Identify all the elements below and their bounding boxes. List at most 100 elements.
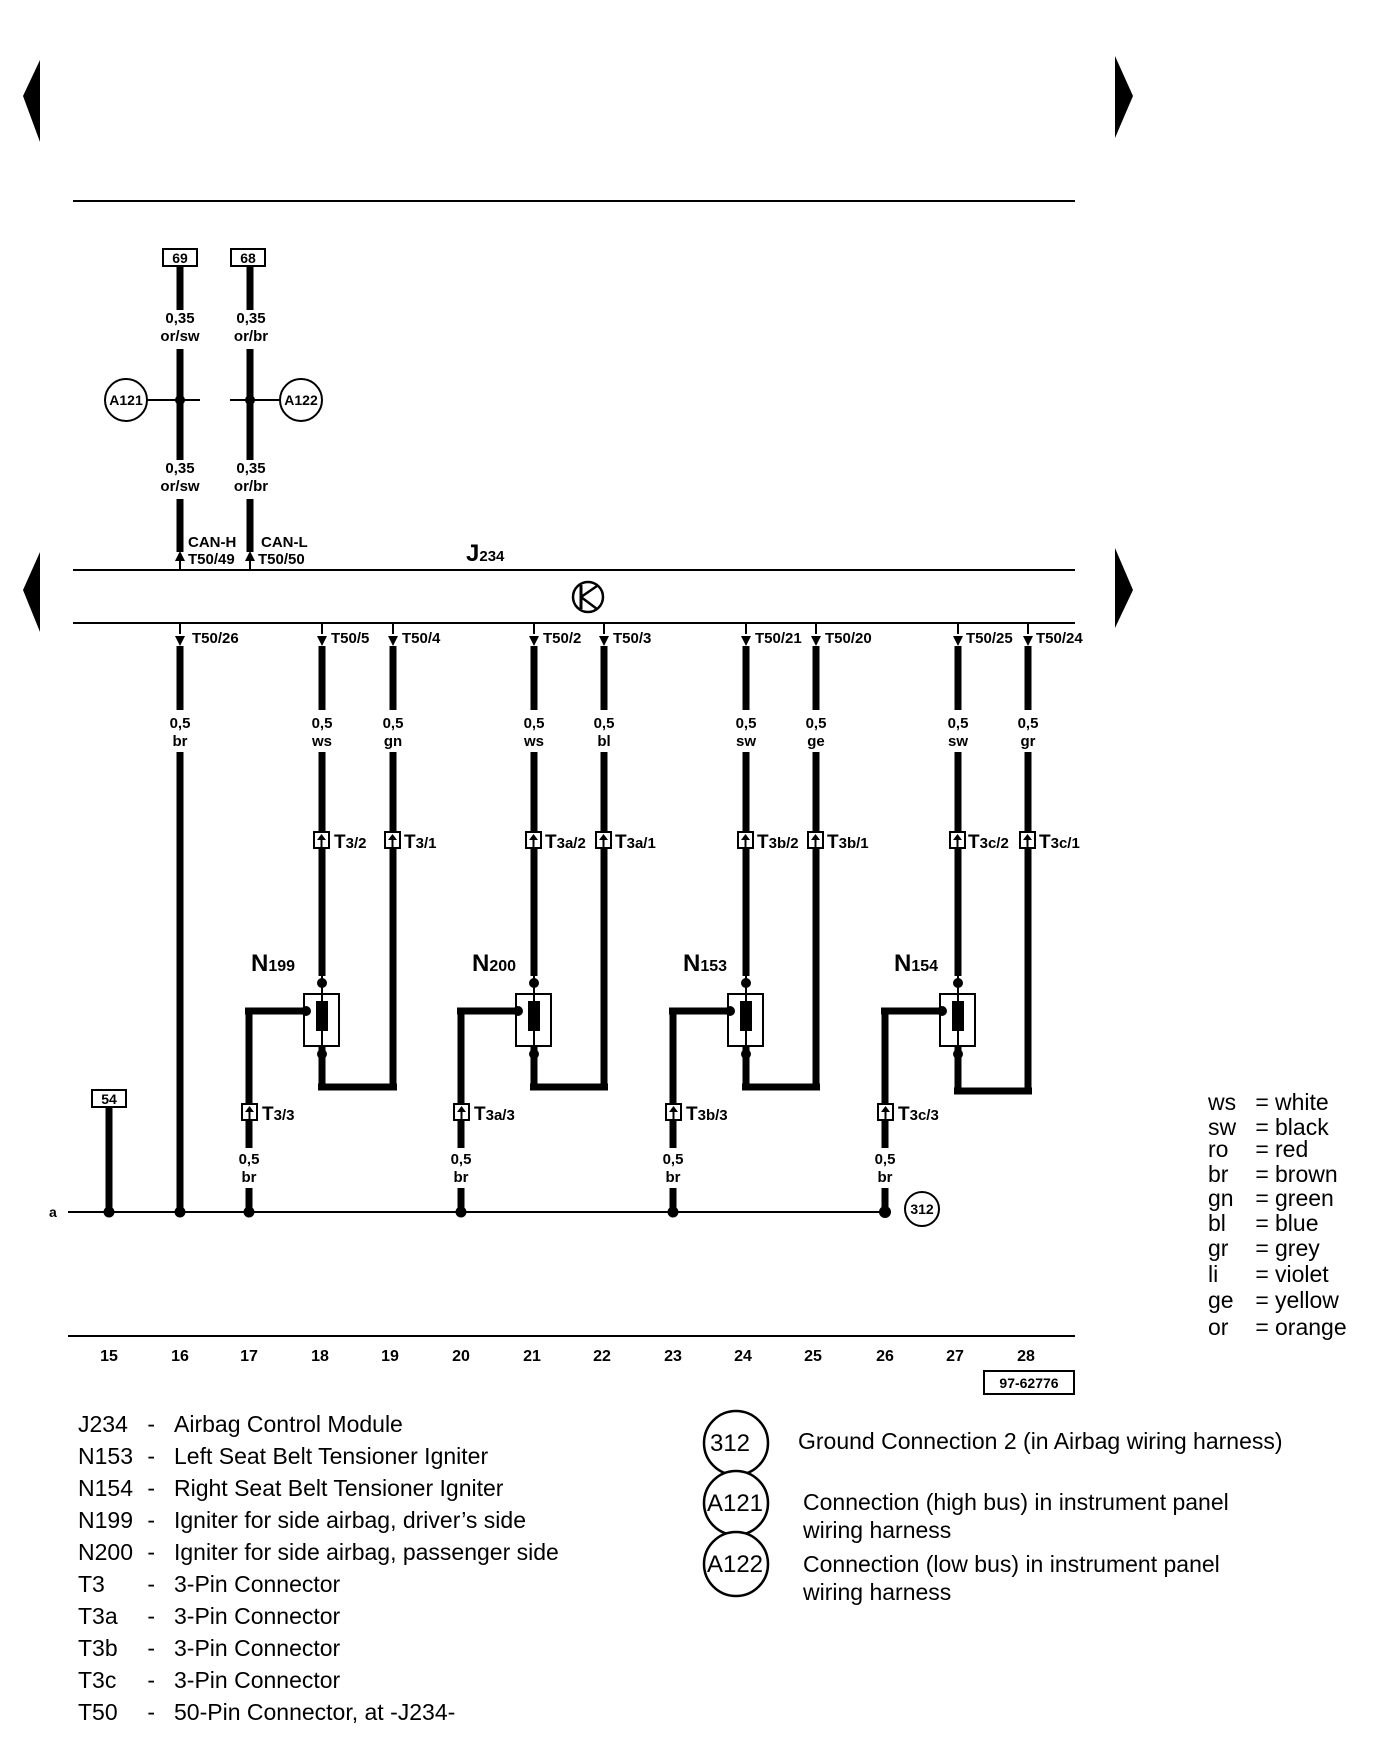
svg-text:26: 26 — [876, 1348, 894, 1365]
can-h-pin: T50/49 — [188, 551, 235, 568]
connector-t3a-2-icon — [525, 831, 542, 849]
can-l-lower-gauge: 0,35 — [236, 460, 265, 477]
svg-text:0,5: 0,5 — [736, 715, 757, 732]
color-code-gr: gr = grey — [1208, 1235, 1320, 1261]
can-l-lower-color: or/br — [234, 478, 268, 495]
svg-text:0,5: 0,5 — [1018, 715, 1039, 732]
color-code-br: br = brown — [1208, 1161, 1338, 1187]
can-l-wire: 68 0,35 or/br A122 0,35 or/br CAN-L T50/… — [230, 248, 323, 570]
module-pin-t50-26: T50/26 — [175, 623, 239, 647]
ground-312-icon — [904, 1191, 940, 1227]
can-h-wire: 69 0,35 or/sw A121 0,35 or/sw CAN-H T50/… — [104, 248, 236, 570]
component-t3b: T3b -3-Pin Connector — [78, 1635, 341, 1661]
svg-text:T50/25: T50/25 — [966, 630, 1013, 647]
igniter-n154-label: N154 — [894, 950, 938, 977]
svg-text:T50/24: T50/24 — [1036, 630, 1083, 647]
connector-t3a-2-label: T3a/2 — [545, 832, 586, 853]
terminal-69-label: 69 — [172, 250, 188, 266]
svg-text:17: 17 — [240, 1348, 258, 1365]
ground-bus: a — [49, 1204, 891, 1220]
igniter-n199-label: N199 — [251, 950, 295, 977]
legend-a121-desc-1: Connection (high bus) in instrument pane… — [803, 1489, 1229, 1515]
connector-t3-1-icon — [384, 831, 401, 849]
can-l-pin: T50/50 — [258, 551, 305, 568]
next-page-arrow-icon[interactable] — [1115, 56, 1133, 138]
legend-312-id: 312 — [710, 1430, 750, 1457]
svg-text:T50/20: T50/20 — [825, 630, 872, 647]
bus-label: a — [49, 1204, 57, 1220]
svg-text:24: 24 — [734, 1348, 752, 1365]
track-numbers: 15 16 17 18 19 20 21 22 23 24 25 26 27 2… — [100, 1348, 1035, 1365]
component-t3: T3 -3-Pin Connector — [78, 1571, 341, 1597]
component-t3a: T3a -3-Pin Connector — [78, 1603, 341, 1629]
connector-t3b-1-icon — [807, 831, 824, 849]
legend-a122-id: A122 — [707, 1551, 763, 1578]
terminal-68-label: 68 — [240, 250, 256, 266]
svg-text:ws: ws — [523, 733, 544, 750]
svg-text:0,5: 0,5 — [806, 715, 827, 732]
splice-a122 — [279, 378, 323, 422]
igniter-n199-icon — [301, 976, 340, 1059]
legend-a122-desc-1: Connection (low bus) in instrument panel — [803, 1551, 1220, 1577]
connector-t3c-1-icon — [1019, 831, 1036, 849]
svg-text:0,5: 0,5 — [663, 1151, 684, 1168]
svg-text:18: 18 — [311, 1348, 329, 1365]
svg-text:0,5: 0,5 — [170, 715, 191, 732]
next-section-arrow-icon[interactable] — [1115, 548, 1133, 628]
connector-t3-1-label: T3/1 — [404, 832, 436, 853]
svg-text:ws: ws — [311, 733, 332, 750]
color-code-gn: gn = green — [1208, 1185, 1334, 1211]
connector-t3b-2-label: T3b/2 — [757, 832, 799, 853]
component-n153: N153 -Left Seat Belt Tensioner Igniter — [78, 1443, 488, 1469]
prev-section-arrow-icon[interactable] — [23, 552, 40, 632]
igniter-n200-label: N200 — [472, 950, 516, 977]
svg-text:27: 27 — [946, 1348, 964, 1365]
connector-t3c-3-label: T3c/3 — [898, 1104, 939, 1125]
connector-t3c-2-icon — [949, 831, 966, 849]
module-pin-t50-2: T50/2 — [529, 623, 581, 647]
ref-code-box — [983, 1370, 1075, 1395]
connector-t3b-3-icon — [665, 1103, 682, 1121]
legend-a122-desc-2: wiring harness — [802, 1579, 951, 1605]
color-code-li: li = violet — [1208, 1261, 1329, 1287]
ground-312-label: 312 — [910, 1201, 934, 1217]
svg-text:sw: sw — [736, 733, 756, 750]
ground-wire-t50-26: 0,5 br — [170, 646, 191, 1212]
svg-text:T50/5: T50/5 — [331, 630, 369, 647]
color-code-or: or = orange — [1208, 1314, 1347, 1340]
can-h-upper-gauge: 0,35 — [165, 310, 194, 327]
color-code-ro: ro = red — [1208, 1136, 1308, 1162]
component-legend: J234 -Airbag Control Module N153 -Left S… — [78, 1411, 559, 1725]
connector-t3a-3-label: T3a/3 — [474, 1104, 515, 1125]
splice-a121-label: A121 — [109, 392, 143, 408]
component-t50: T50 -50-Pin Connector, at -J234- — [78, 1699, 455, 1725]
svg-text:21: 21 — [523, 1348, 541, 1365]
prev-page-arrow-icon[interactable] — [23, 60, 40, 142]
can-h-lower-color: or/sw — [160, 478, 200, 495]
module-pin-t50-21: T50/21 — [741, 623, 802, 647]
module-label: J234 — [466, 540, 505, 567]
svg-text:T50/21: T50/21 — [755, 630, 802, 647]
component-t3c: T3c -3-Pin Connector — [78, 1667, 341, 1693]
svg-text:0,5: 0,5 — [451, 1151, 472, 1168]
svg-text:0,5: 0,5 — [312, 715, 333, 732]
svg-text:gr: gr — [1021, 733, 1036, 750]
igniter-group-n200: 0,5 ws 0,5 bl 0,5 br T3a/2 T3a/1 — [451, 646, 656, 1212]
module-pin-t50-20: T50/20 — [811, 623, 872, 647]
svg-text:T50/26: T50/26 — [192, 630, 239, 647]
svg-text:0,5: 0,5 — [875, 1151, 896, 1168]
svg-text:br: br — [878, 1169, 893, 1186]
color-code-bl: bl = blue — [1208, 1210, 1318, 1236]
connector-t3a-1-icon — [595, 831, 612, 849]
can-l-upper-gauge: 0,35 — [236, 310, 265, 327]
svg-text:gn: gn — [384, 733, 402, 750]
svg-text:bl: bl — [597, 733, 610, 750]
component-n200: N200 -Igniter for side airbag, passenger… — [78, 1539, 559, 1565]
splice-a121 — [104, 378, 148, 422]
igniter-n154-icon — [937, 976, 976, 1059]
color-code-sw: sw = black — [1208, 1114, 1329, 1140]
igniter-n153-label: N153 — [683, 950, 727, 977]
can-h-upper-color: or/sw — [160, 328, 200, 345]
module-pin-t50-25: T50/25 — [953, 623, 1013, 647]
color-code-legend: ws = white sw = black ro = red br = brow… — [1207, 1089, 1347, 1340]
